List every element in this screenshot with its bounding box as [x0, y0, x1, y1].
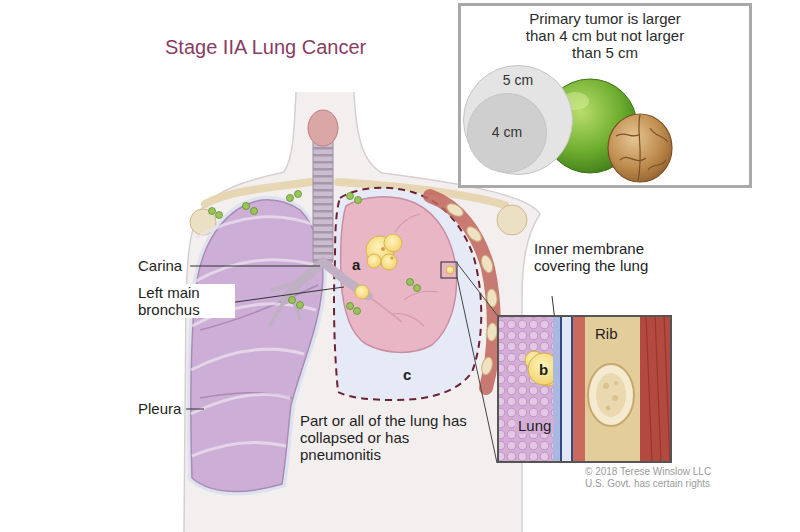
rib — [464, 224, 484, 244]
tumor — [446, 266, 454, 274]
rib-band — [585, 317, 640, 461]
bronchiole — [368, 291, 438, 326]
size-circle: 5 cm 4 cm — [463, 65, 573, 175]
bone-pore — [614, 381, 618, 385]
copyright-note: © 2018 Terese Winslow LLC U.S. Govt. has… — [583, 466, 732, 490]
part-label: Carina — [136, 257, 184, 274]
rib-shadow — [191, 395, 290, 414]
zoom-inset: bLung Rib — [497, 315, 672, 463]
walnut-wrinkle — [616, 115, 668, 181]
tumor — [367, 254, 381, 268]
part-label: Rib — [595, 325, 618, 342]
bronchiole — [395, 214, 420, 232]
lymph-node — [354, 308, 361, 315]
muscle — [499, 317, 670, 461]
part-label: Pleura — [136, 400, 183, 417]
lymph-node — [414, 285, 421, 292]
leader-line — [186, 409, 204, 410]
inset-ground — [458, 3, 752, 188]
bone-pore — [606, 406, 611, 411]
part-label: Left main bronchus — [136, 284, 235, 318]
rib — [445, 201, 466, 219]
bronchus-branch — [270, 282, 300, 325]
tumor — [381, 254, 397, 270]
size-disc — [464, 66, 573, 175]
callout-letter: c — [403, 366, 411, 383]
lymph-nodes — [209, 191, 421, 315]
rib — [480, 356, 494, 376]
larynx — [308, 110, 338, 146]
lymph-node — [295, 191, 302, 198]
callout-letter: b — [539, 361, 548, 378]
lymph-node — [209, 208, 216, 215]
rib-shadow — [191, 349, 304, 370]
shoulder-bone — [497, 205, 527, 235]
box-heading: Primary tumor is larger than 4 cm but no… — [515, 10, 695, 61]
lymph-node — [355, 197, 362, 204]
rib — [479, 254, 495, 274]
lung-tissue — [499, 317, 553, 461]
lymph-node — [289, 297, 296, 304]
lymph-node — [347, 193, 354, 200]
lymph-node — [297, 302, 304, 309]
rib-shadow — [192, 442, 286, 456]
muscle-fiber — [646, 317, 670, 461]
part-label: Lung — [515, 417, 554, 434]
tumor — [355, 285, 369, 299]
callout-letter: a — [352, 256, 360, 273]
tumor-spot — [390, 256, 393, 259]
leader-line — [190, 266, 320, 267]
collapsed-lung — [341, 197, 457, 353]
tumor-spot — [381, 247, 385, 251]
walnut — [608, 114, 672, 182]
diagram-title: Stage IIA Lung Cancer — [165, 36, 366, 59]
rib-marrow — [596, 373, 626, 417]
zoom-tissue — [499, 317, 670, 461]
lymph-node — [216, 212, 223, 219]
zoom-marker — [441, 262, 457, 278]
pleural-gap — [562, 317, 571, 461]
rib-section — [588, 364, 634, 426]
chest-wall — [430, 196, 494, 388]
size-disc — [468, 94, 547, 173]
rib-shadow — [196, 217, 318, 238]
lymph-node — [251, 208, 258, 215]
inner-membrane — [553, 317, 560, 461]
tumor — [384, 234, 402, 252]
lymph-node — [407, 279, 414, 286]
chest-tissue — [573, 317, 585, 461]
membrane-edge — [560, 317, 562, 461]
note-label: Part or all of the lung has collapsed or… — [300, 412, 482, 463]
size-label: 4 cm — [492, 124, 522, 140]
lymph-node — [287, 195, 294, 202]
lymph-node — [347, 303, 354, 310]
size-label: 5 cm — [503, 72, 533, 88]
membrane-edge — [571, 317, 573, 461]
rib — [486, 289, 498, 308]
size-comparison-box: Primary tumor is larger than 4 cm but no… — [458, 3, 752, 188]
size-circle: 4 cm — [467, 93, 547, 173]
bone-pore — [612, 395, 618, 401]
zoom-leader — [457, 277, 497, 463]
part-label: Inner membrane covering the lung — [532, 240, 651, 274]
bone-pore — [603, 383, 609, 389]
lymph-node — [243, 203, 250, 210]
